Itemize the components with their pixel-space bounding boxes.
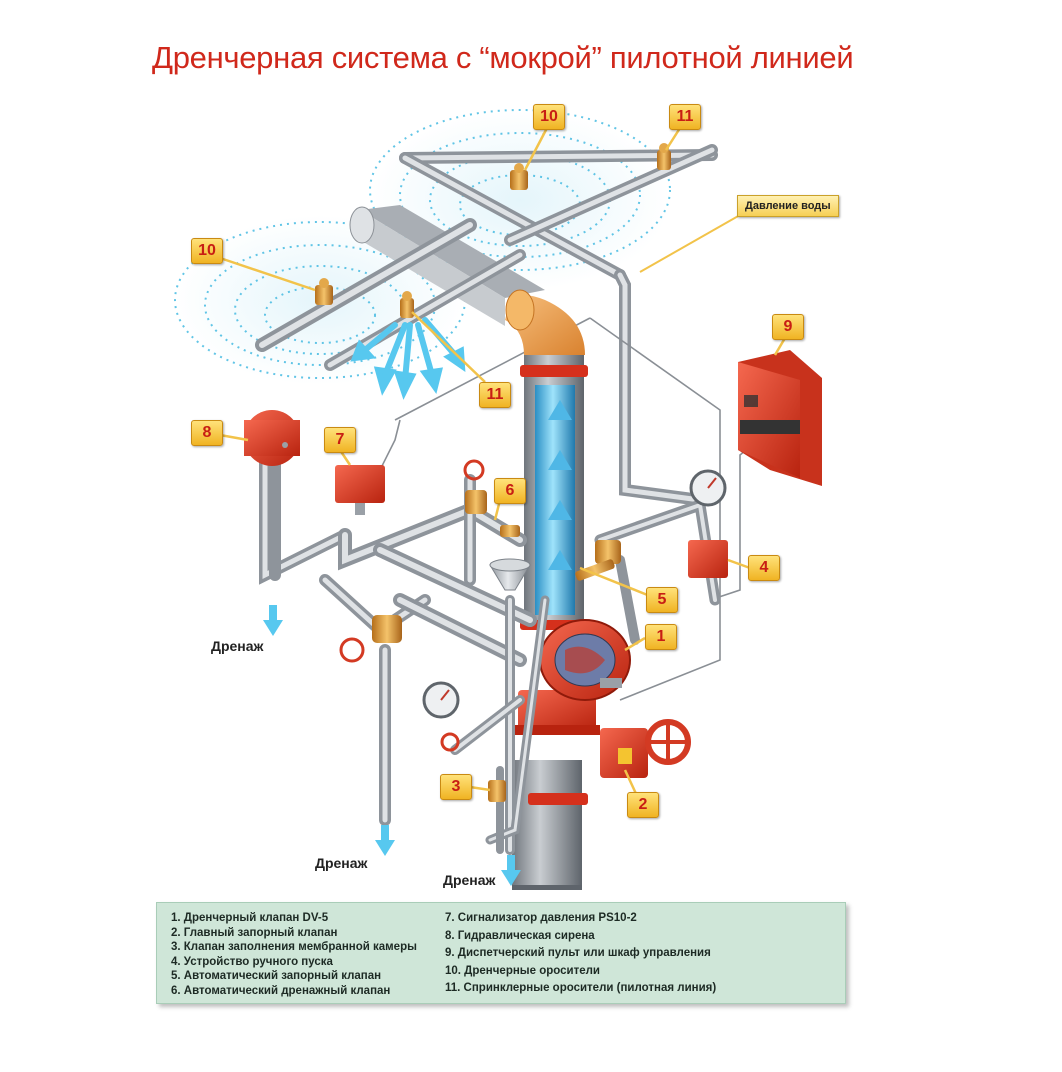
- callout-6: 6: [494, 478, 526, 504]
- drain-funnel: [489, 558, 531, 591]
- sprinkler-head-lower: [400, 291, 414, 318]
- brass-valves: [339, 459, 621, 802]
- pressure-switch: [335, 465, 385, 515]
- legend-item: 4. Устройство ручного пуска: [171, 955, 333, 968]
- legend-item: 7. Сигнализатор давления PS10-2: [445, 912, 637, 924]
- legend-column-right: 7. Сигнализатор давления PS10-2 8. Гидра…: [445, 910, 716, 998]
- spray-arrows: [350, 317, 466, 400]
- callout-11-lower: 11: [479, 382, 511, 408]
- legend-item: 10. Дренчерные оросители: [445, 964, 600, 977]
- drain-label-left: Дренаж: [211, 638, 264, 654]
- drain-label-middle: Дренаж: [315, 855, 368, 871]
- hydraulic-siren: [244, 410, 300, 466]
- callout-7: 7: [324, 427, 356, 453]
- pressure-gauge-upper: [689, 469, 727, 507]
- legend-column-left: 1. Дренчерный клапан DV-5 2. Главный зап…: [171, 911, 417, 999]
- drain-label-right: Дренаж: [443, 872, 496, 888]
- manual-release: [688, 540, 728, 578]
- main-header-pipe: [349, 205, 545, 326]
- legend-item: 8. Гидравлическая сирена: [445, 929, 595, 942]
- callout-11-upper: 11: [669, 104, 701, 130]
- deluge-valve-dv5: [514, 619, 631, 735]
- pressure-gauge-lower: [422, 681, 460, 719]
- legend-item: 6. Автоматический дренажный клапан: [171, 984, 391, 997]
- legend-item: 9. Диспетчерский пульт или шкаф управлен…: [445, 947, 711, 960]
- legend-item: 11. Спринклерные оросители (пилотная лин…: [445, 982, 717, 995]
- water-pressure-tag: Давление воды: [737, 195, 839, 217]
- callout-10-lower: 10: [191, 238, 223, 264]
- page-title: Дренчерная система с “мокрой” пилотной л…: [152, 40, 854, 75]
- callout-9: 9: [772, 314, 804, 340]
- drencher-head-upper: [510, 163, 528, 190]
- riser-pipe: [512, 355, 584, 890]
- callout-10-upper: 10: [533, 104, 565, 130]
- control-cabinet: [738, 350, 822, 486]
- callout-5: 5: [646, 587, 678, 613]
- legend-item: 1. Дренчерный клапан DV-5: [171, 912, 329, 924]
- callout-2: 2: [627, 792, 659, 818]
- legend-box: 1. Дренчерный клапан DV-5 2. Главный зап…: [156, 902, 846, 1004]
- callout-3: 3: [440, 774, 472, 800]
- pressure-leader: [639, 214, 741, 273]
- main-shutoff-valve: [600, 719, 691, 778]
- legend-item: 5. Автоматический запорный клапан: [171, 970, 382, 983]
- callout-1: 1: [645, 624, 677, 650]
- drencher-head-lower: [315, 278, 333, 305]
- drain-arrows: [263, 605, 521, 886]
- sprinkler-head-upper: [657, 143, 671, 170]
- legend-item: 2. Главный запорный клапан: [171, 926, 338, 939]
- callout-4: 4: [748, 555, 780, 581]
- legend-item: 3. Клапан заполнения мембранной камеры: [171, 941, 417, 954]
- callout-8: 8: [191, 420, 223, 446]
